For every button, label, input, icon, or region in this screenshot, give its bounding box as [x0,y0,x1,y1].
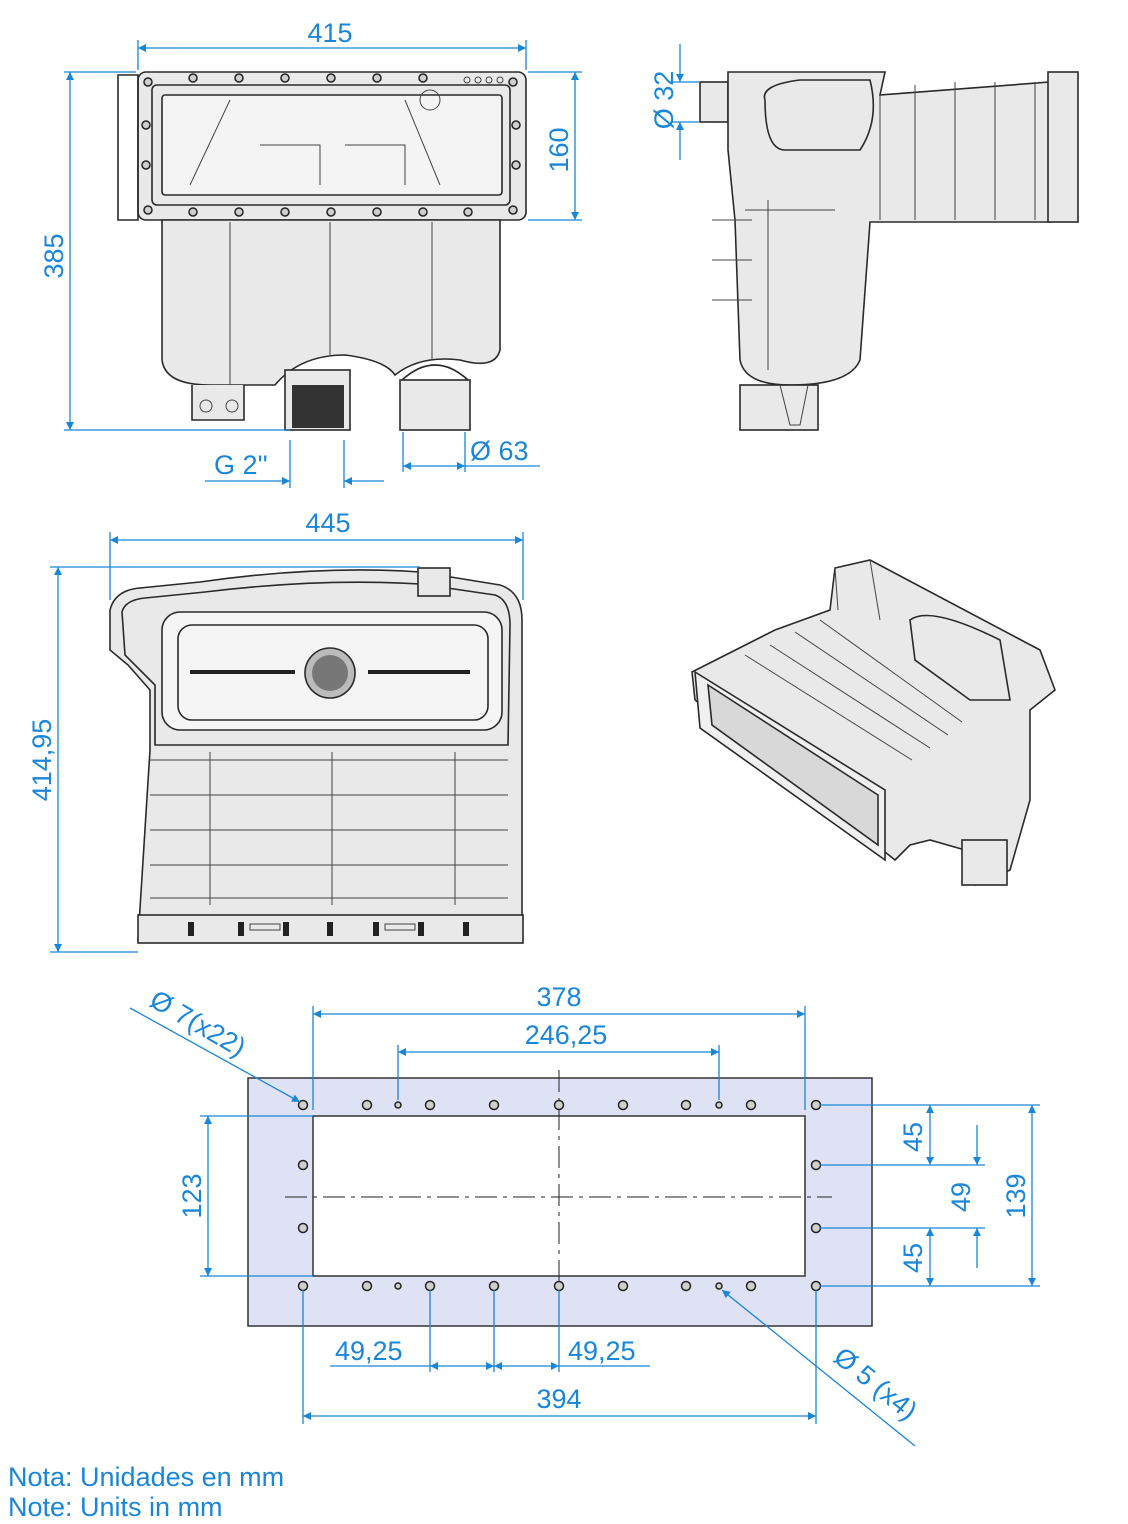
side-view [699,71,1079,431]
note-english: Note: Units in mm [8,1492,223,1522]
dim-123: 123 [177,1173,207,1218]
top-view [109,567,524,944]
dim-4925-right: 49,25 [568,1336,636,1366]
dim-49: 49 [946,1182,976,1212]
front-body [161,219,501,386]
dim-45-bottom: 45 [898,1243,928,1273]
dim-width-445: 445 [305,508,350,538]
front-flange-screws [141,73,521,217]
dim-139: 139 [1001,1173,1031,1218]
dim-394: 394 [536,1384,581,1414]
dim-depth-41495: 414,95 [27,719,57,802]
side-dimensions: Ø 32 [649,44,700,160]
dim-flange-160: 160 [544,127,574,172]
dim-height-385: 385 [39,233,69,278]
dim-outlet-63: Ø 63 [470,436,529,466]
dim-4925-left: 49,25 [335,1336,403,1366]
dim-45-top: 45 [898,1122,928,1152]
dim-inlet-32: Ø 32 [649,71,679,130]
dim-24625: 246,25 [525,1020,608,1050]
iso-view [691,559,1056,887]
dim-thread-g2: G 2'' [214,450,268,480]
flange-view [247,1070,873,1335]
dim-378: 378 [536,982,581,1012]
front-view [117,71,527,431]
dim-width-415: 415 [307,18,352,48]
top-cage-grid [150,752,508,905]
front-dimensions: 415 385 160 G 2'' Ø 63 [39,18,582,488]
top-base-holes [188,922,469,936]
top-dimensions: 445 414,95 [27,508,524,953]
dim-holes-7: Ø 7(x22) [145,984,251,1063]
note-spanish: Nota: Unidades en mm [8,1462,285,1492]
flange-holes [297,1099,822,1292]
